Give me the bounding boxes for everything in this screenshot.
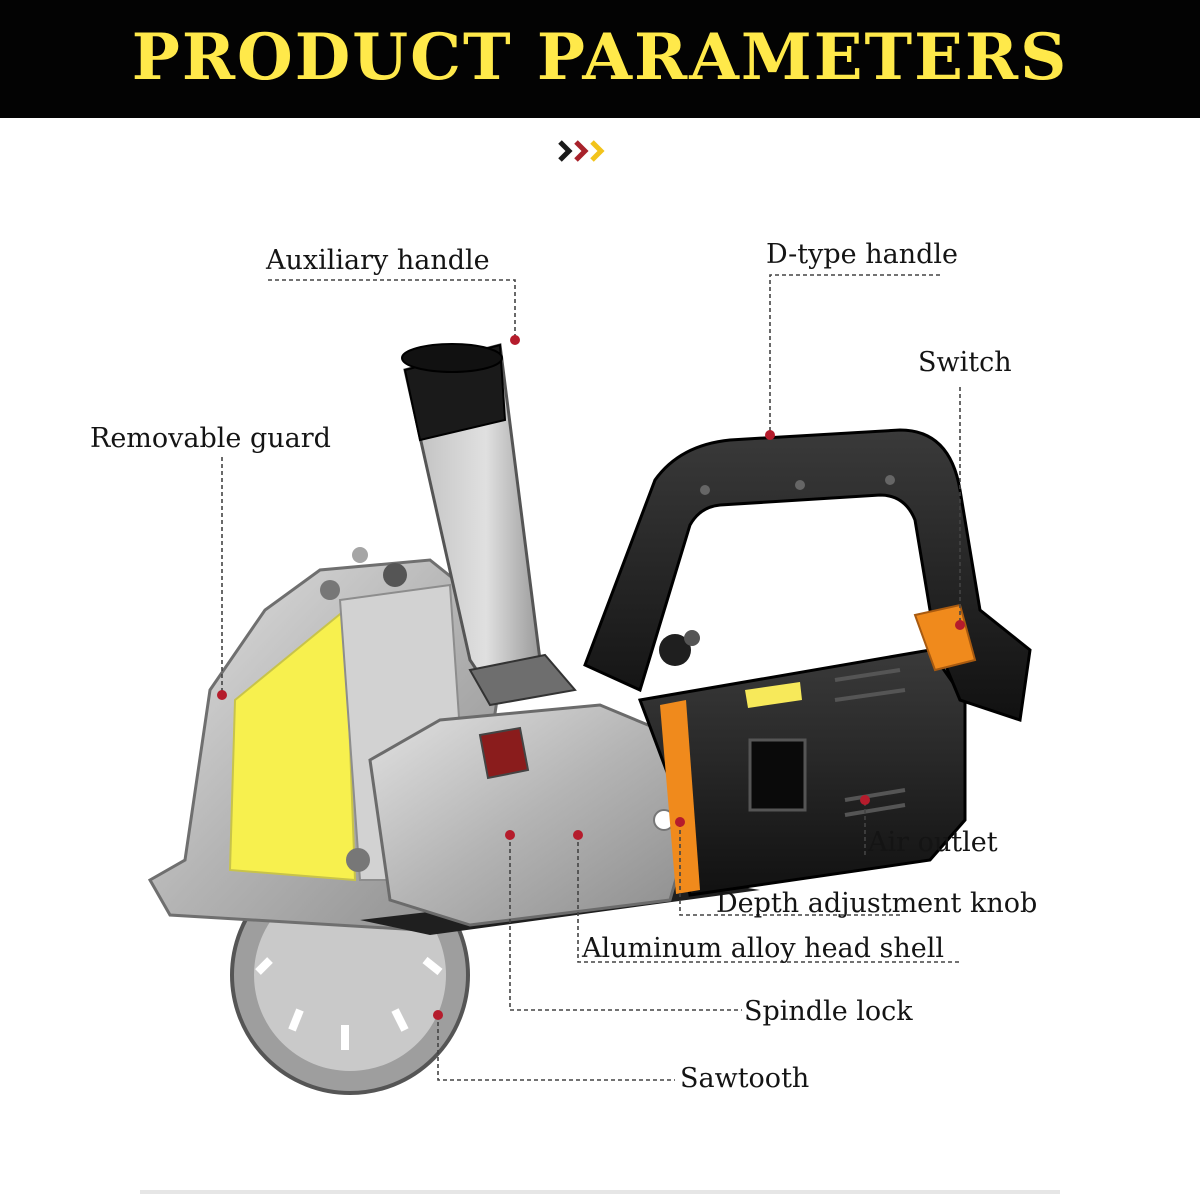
- banner-title: PRODUCT PARAMETERS: [131, 20, 1069, 95]
- triple-chevron-right-icon: [558, 140, 605, 162]
- callout-aluminum-alloy-head-shell: Aluminum alloy head shell: [582, 933, 945, 964]
- callout-switch: Switch: [918, 347, 1012, 378]
- callout-auxiliary-handle: Auxiliary handle: [266, 245, 490, 276]
- leader-lines: [221, 274, 961, 1081]
- d-type-handle: [583, 428, 1032, 722]
- callout-air-outlet: Air outlet: [868, 827, 998, 858]
- callout-removable-guard: Removable guard: [90, 423, 331, 454]
- callout-depth-adjustment-knob: Depth adjustment knob: [716, 888, 1038, 919]
- header-banner: PRODUCT PARAMETERS: [0, 0, 1200, 118]
- footer-divider: [140, 1190, 1060, 1194]
- callout-spindle-lock: Spindle lock: [744, 996, 913, 1027]
- auxiliary-handle: [401, 343, 700, 707]
- callout-sawtooth: Sawtooth: [680, 1063, 810, 1094]
- callout-d-type-handle: D-type handle: [766, 239, 958, 270]
- leader-dots: [217, 335, 965, 1020]
- aluminum-head-shell: [368, 703, 692, 927]
